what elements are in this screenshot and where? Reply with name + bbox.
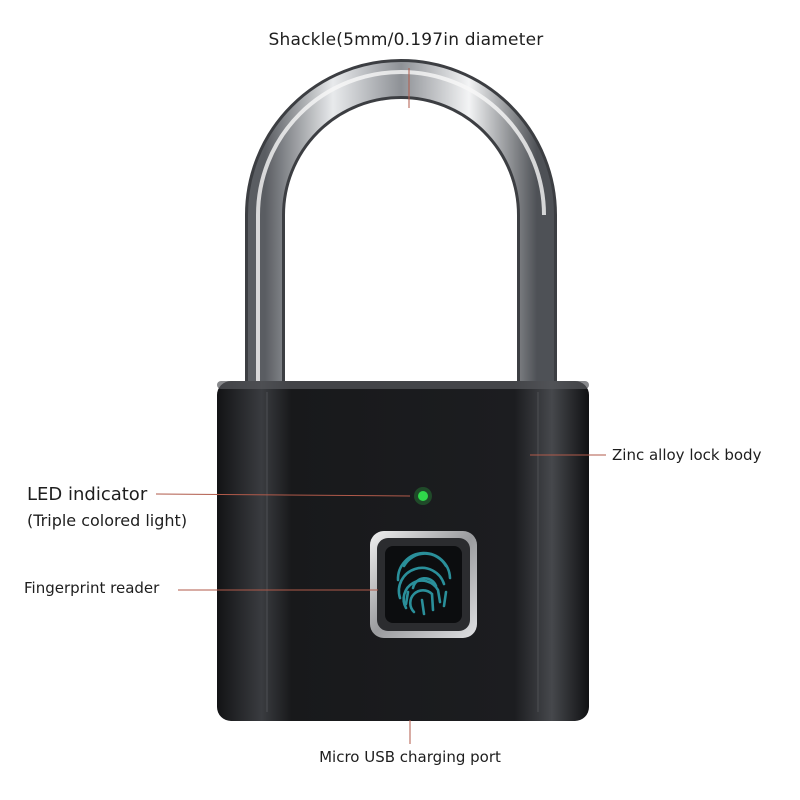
usb-port-label: Micro USB charging port bbox=[319, 748, 501, 766]
lock-body-label: Zinc alloy lock body bbox=[612, 446, 762, 464]
led-light bbox=[418, 491, 428, 501]
fingerprint-reader bbox=[370, 531, 477, 638]
shackle bbox=[245, 59, 557, 385]
fingerprint-icon bbox=[396, 551, 452, 616]
led-callout bbox=[155, 493, 411, 497]
led-indicator-sublabel: (Triple colored light) bbox=[27, 511, 188, 530]
fingerprint-reader-label: Fingerprint reader bbox=[24, 579, 160, 597]
shackle-label: Shackle(5mm/0.197in diameter bbox=[268, 30, 544, 50]
callout-lines bbox=[155, 68, 606, 744]
led-indicator-label: LED indicator bbox=[27, 484, 148, 505]
